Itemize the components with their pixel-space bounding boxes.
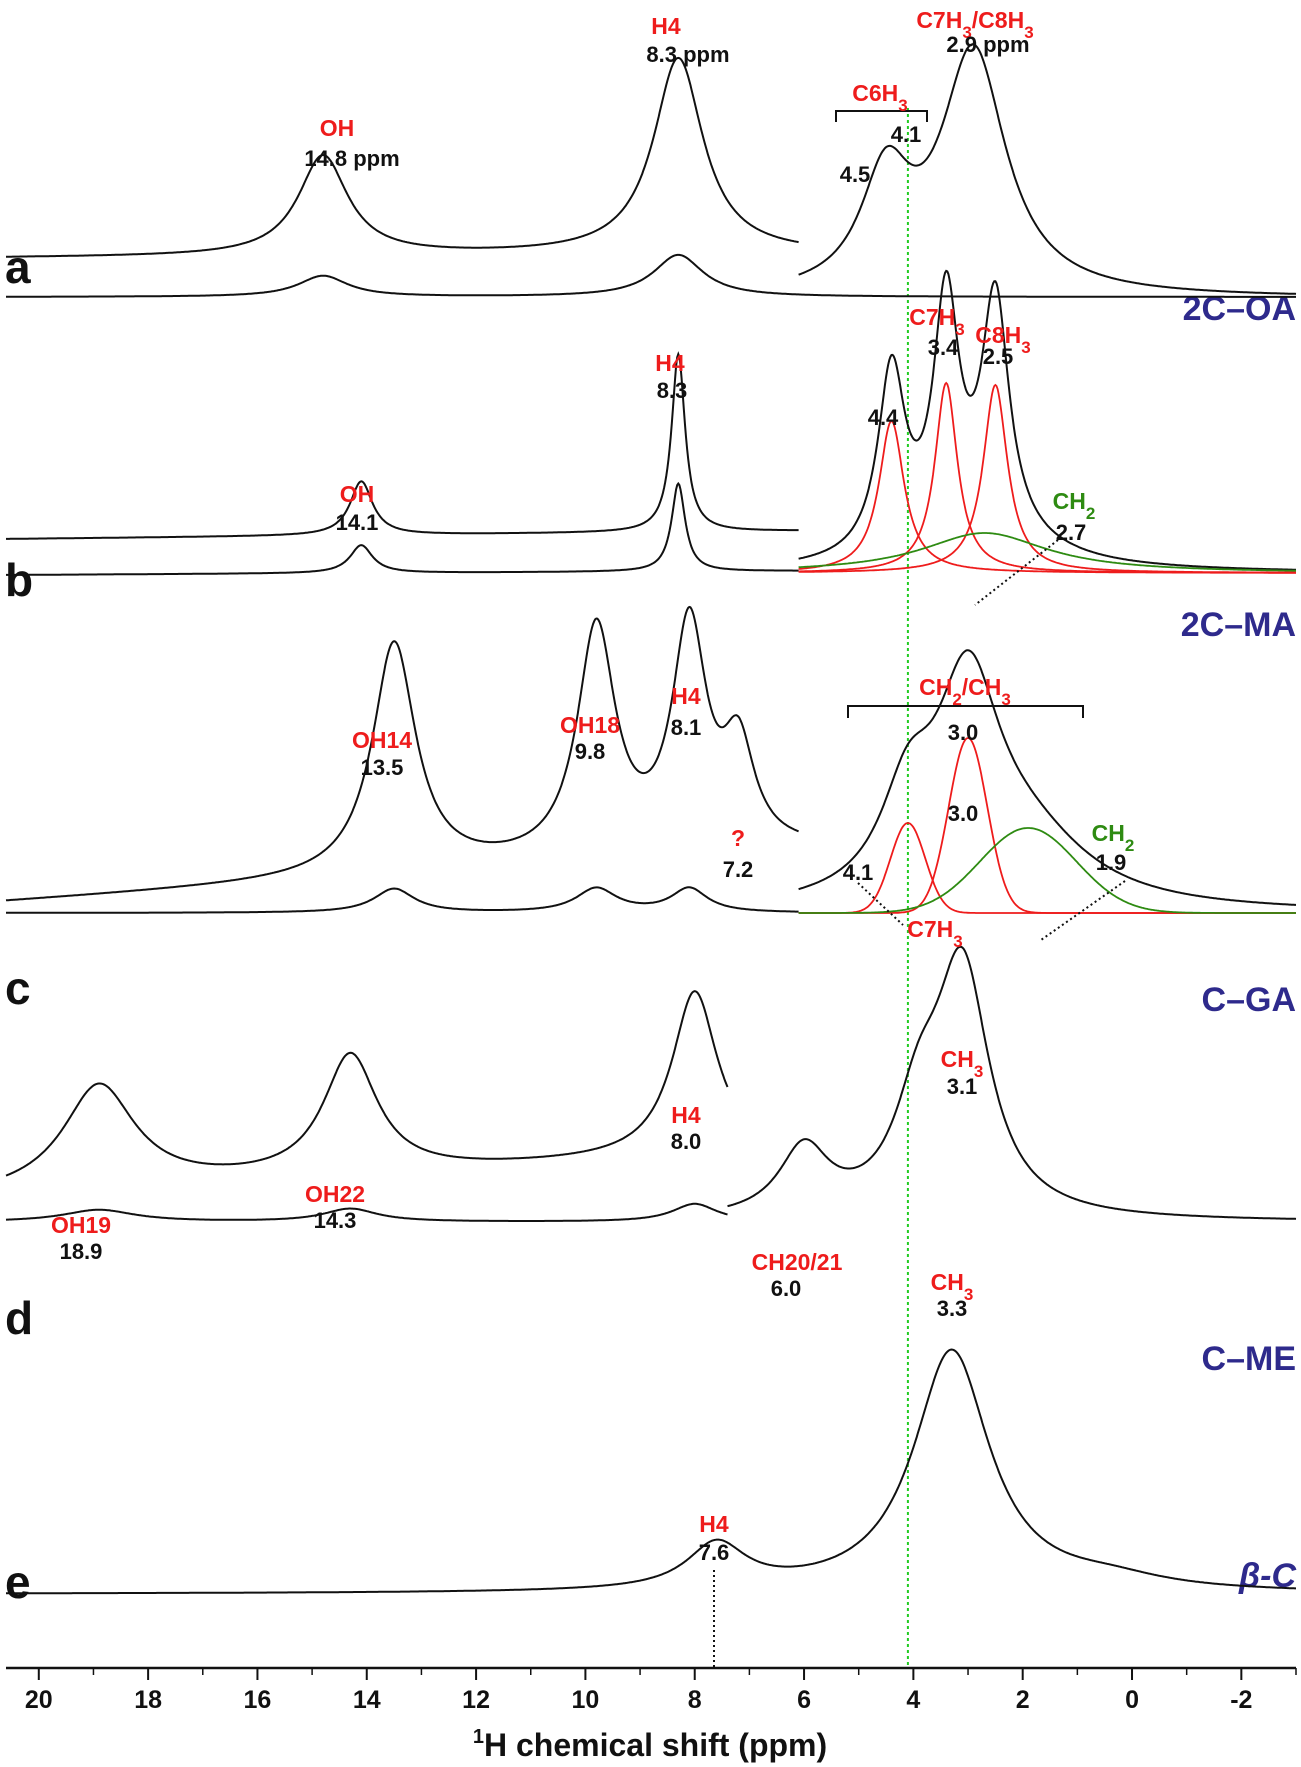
sample-name-a: 2C–OA [1183, 290, 1296, 328]
value-c-envelope: 3.0 [948, 720, 979, 745]
bracket-ch2-ch3 [847, 705, 1084, 718]
x-tick-label: -2 [1230, 1686, 1252, 1714]
value-d-6-0: 6.0 [771, 1276, 802, 1301]
leader-c-ch2 [1040, 880, 1126, 941]
value-a-4-5: 4.5 [840, 162, 871, 187]
label-c-ch2-ch3: CH2/CH3 [919, 674, 1011, 709]
value-a-2-9: 2.9 ppm [946, 32, 1029, 57]
label-b-h4: H4 [655, 350, 685, 376]
fit-c-ch2 [798, 827, 1296, 914]
label-a-c6h3: C6H3 [852, 80, 907, 115]
spectrum-a-full [6, 253, 1296, 298]
x-tick-label: 6 [797, 1686, 811, 1714]
spectrum-a-expanded-aliphatic [798, 43, 1297, 295]
spectrum-d-aliphatic [727, 945, 1297, 1220]
leader-b-ch2 [974, 539, 1059, 606]
value-c-4-1: 4.1 [843, 860, 874, 885]
value-b-2-5: 2.5 [983, 344, 1014, 369]
label-c-h4: H4 [671, 683, 701, 709]
label-c-unknown: ? [731, 825, 745, 851]
spectrum-c-expanded [5, 605, 799, 902]
fit-b-ch2 [798, 532, 1296, 572]
spectrum-a-expanded [6, 56, 799, 258]
x-tick-label: 2 [1016, 1686, 1030, 1714]
value-a-oh: 14.8 ppm [304, 146, 399, 171]
value-c-1-9: 1.9 [1096, 850, 1127, 875]
spectra-curves [5, 43, 1297, 1595]
value-b-3-4: 3.4 [928, 335, 959, 360]
value-a-h4: 8.3 ppm [646, 42, 729, 67]
x-tick-label: 20 [25, 1686, 53, 1714]
panel-letter-e: e [5, 1556, 31, 1608]
value-c-oh14: 13.5 [361, 755, 404, 780]
label-d-oh22: OH22 [305, 1181, 365, 1207]
spectrum-b-expanded-aliphatic [798, 269, 1296, 571]
spectrum-b-expanded [6, 351, 799, 540]
leader-c-4-1 [857, 882, 904, 926]
panel-letter-b: b [5, 554, 33, 606]
label-e-h4: H4 [699, 1511, 729, 1537]
value-e-7-6: 7.6 [699, 1540, 730, 1565]
value-c-oh18: 9.8 [575, 739, 606, 764]
label-c-c7h3: C7H3 [907, 916, 962, 951]
value-b-h4: 8.3 [657, 378, 688, 403]
label-b-ch2: CH2 [1053, 488, 1096, 523]
fit-b-2-5 [798, 383, 1296, 574]
value-e-3-3: 3.3 [937, 1296, 968, 1321]
x-tick-label: 16 [244, 1686, 272, 1714]
label-a-oh: OH [320, 115, 355, 141]
label-d-oh19: OH19 [51, 1212, 111, 1238]
value-d-oh19: 18.9 [60, 1239, 103, 1264]
panel-letter-a: a [5, 241, 31, 293]
fit-c-3-0 [798, 737, 1296, 914]
spectrum-c-envelope [798, 649, 1296, 906]
value-c-h4: 8.1 [671, 715, 702, 740]
value-b-2-7: 2.7 [1056, 520, 1087, 545]
panel-letter-c: c [5, 962, 31, 1014]
spectrum-b-full [6, 481, 799, 576]
label-c-oh14: OH14 [352, 727, 412, 753]
x-axis-title: 1H chemical shift (ppm) [473, 1726, 827, 1763]
label-c-oh18: OH18 [560, 712, 620, 738]
sample-name-c: C–GA [1202, 981, 1296, 1019]
x-tick-label: 4 [906, 1686, 920, 1714]
x-tick-label: 18 [134, 1686, 162, 1714]
value-c-3-0: 3.0 [948, 801, 979, 826]
value-d-h4: 8.0 [671, 1129, 702, 1154]
label-a-h4: H4 [651, 13, 681, 39]
label-b-oh: OH [340, 481, 375, 507]
spectrum-d-expanded [5, 990, 729, 1177]
sample-name-e: β-C [1238, 1557, 1296, 1595]
panel-letter-d: d [5, 1292, 33, 1344]
sample-name-d: C–ME [1202, 1340, 1296, 1378]
bracket-c6h3 [835, 110, 928, 122]
label-d-h4: H4 [671, 1102, 701, 1128]
x-tick-label: 10 [572, 1686, 600, 1714]
value-b-oh: 14.1 [336, 510, 379, 535]
spectrum-e [6, 1348, 1296, 1595]
value-d-oh22: 14.3 [314, 1208, 357, 1233]
value-b-4-4: 4.4 [868, 405, 899, 430]
value-c-7-2: 7.2 [723, 857, 754, 882]
x-tick-label: 12 [462, 1686, 490, 1714]
x-tick-label: 8 [688, 1686, 702, 1714]
spectrum-c-full [6, 886, 799, 914]
value-d-3-1: 3.1 [947, 1074, 978, 1099]
sample-name-b: 2C–MA [1181, 606, 1296, 644]
label-d-ch20-21: CH20/21 [752, 1249, 843, 1275]
value-a-4-1: 4.1 [891, 122, 922, 147]
x-tick-label: 0 [1125, 1686, 1139, 1714]
x-tick-label: 14 [353, 1686, 381, 1714]
spectrum-d-full [5, 1202, 728, 1222]
